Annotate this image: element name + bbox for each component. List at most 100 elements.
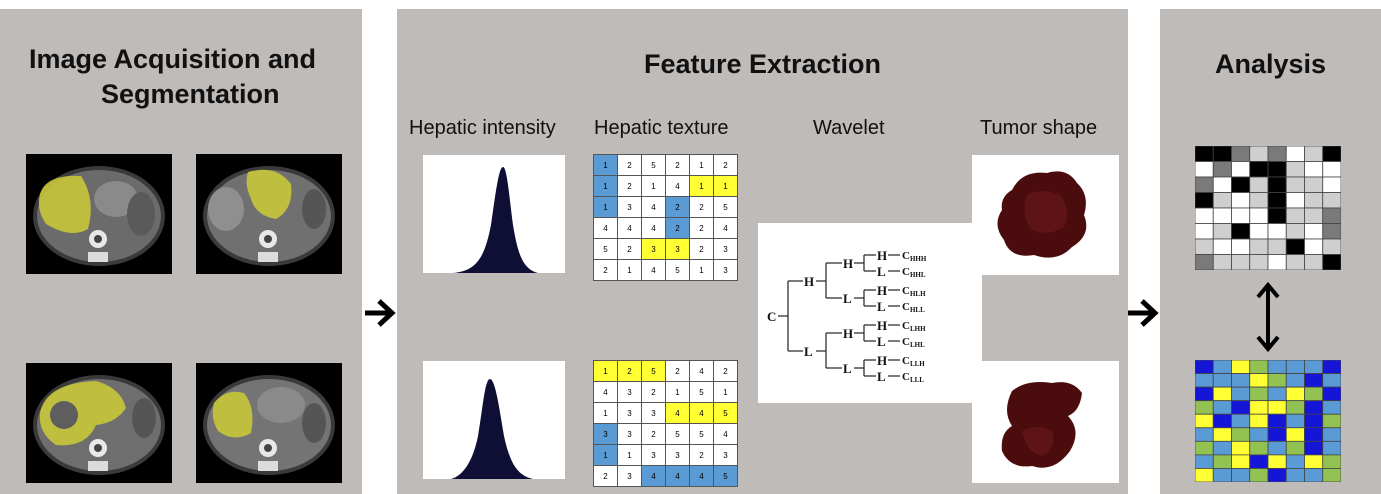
matrix-cell <box>1304 440 1324 456</box>
matrix-cell <box>1231 440 1251 456</box>
texture-cell: 3 <box>617 465 642 487</box>
matrix-cell <box>1304 161 1324 178</box>
matrix-cell <box>1285 192 1305 209</box>
matrix-cell <box>1212 161 1232 178</box>
matrix-cell <box>1304 400 1324 415</box>
texture-cell: 4 <box>665 465 690 487</box>
matrix-cell <box>1322 146 1341 162</box>
feature-matrix-color <box>1195 360 1341 482</box>
texture-cell: 1 <box>617 444 642 466</box>
matrix-cell <box>1195 238 1214 255</box>
matrix-cell <box>1267 468 1287 482</box>
texture-cell: 1 <box>617 259 642 281</box>
texture-cell: 2 <box>617 360 642 382</box>
hepatic-texture-header: Hepatic texture <box>594 117 729 139</box>
wavelet-node-h: H <box>843 256 853 271</box>
matrix-cell <box>1304 254 1324 270</box>
matrix-cell <box>1212 146 1232 162</box>
texture-cell: 2 <box>665 217 690 239</box>
wavelet-node-h: H <box>877 318 887 333</box>
matrix-cell <box>1285 454 1305 469</box>
matrix-cell <box>1195 373 1214 388</box>
matrix-cell <box>1195 161 1214 178</box>
matrix-cell <box>1231 360 1251 374</box>
matrix-cell <box>1212 427 1232 442</box>
matrix-cell <box>1195 254 1214 270</box>
texture-cell: 5 <box>593 238 618 260</box>
ct-slice-image <box>26 154 172 274</box>
texture-cell: 1 <box>713 381 738 403</box>
texture-cell: 4 <box>665 402 690 424</box>
matrix-cell <box>1267 161 1287 178</box>
matrix-cell <box>1231 468 1251 482</box>
matrix-cell <box>1231 207 1251 224</box>
texture-cell: 5 <box>713 402 738 424</box>
matrix-cell <box>1285 413 1305 429</box>
matrix-cell <box>1285 440 1305 456</box>
matrix-cell <box>1231 254 1251 270</box>
texture-cell: 2 <box>617 154 642 176</box>
texture-cell: 5 <box>641 360 666 382</box>
matrix-cell <box>1322 238 1341 255</box>
matrix-cell <box>1285 161 1305 178</box>
matrix-cell <box>1249 146 1269 162</box>
matrix-cell <box>1249 238 1269 255</box>
matrix-cell <box>1267 207 1287 224</box>
acquisition-title-line1: Image Acquisition and <box>29 44 317 74</box>
matrix-cell <box>1231 413 1251 429</box>
matrix-cell <box>1212 360 1232 374</box>
matrix-cell <box>1322 440 1341 456</box>
matrix-cell <box>1195 360 1214 374</box>
matrix-cell <box>1212 468 1232 482</box>
analysis-title: Analysis <box>1214 49 1327 79</box>
matrix-cell <box>1249 161 1269 178</box>
texture-cell: 1 <box>593 402 618 424</box>
texture-cell: 1 <box>689 175 714 197</box>
matrix-cell <box>1322 413 1341 429</box>
right-arrow-icon <box>365 299 396 327</box>
matrix-cell <box>1267 254 1287 270</box>
matrix-cell <box>1267 413 1287 429</box>
matrix-cell <box>1267 223 1287 240</box>
matrix-cell <box>1267 146 1287 162</box>
matrix-cell <box>1304 454 1324 469</box>
intensity-histogram <box>423 361 565 479</box>
matrix-cell <box>1212 373 1232 388</box>
matrix-cell <box>1285 468 1305 482</box>
wavelet-leaf-label: CLHH <box>902 320 926 333</box>
matrix-cell <box>1267 360 1287 374</box>
matrix-cell <box>1304 468 1324 482</box>
matrix-cell <box>1322 400 1341 415</box>
matrix-cell <box>1304 223 1324 240</box>
texture-cell: 4 <box>641 196 666 218</box>
texture-cell: 2 <box>641 381 666 403</box>
ct-slice-image <box>196 363 342 483</box>
texture-cell: 4 <box>617 217 642 239</box>
matrix-cell <box>1304 373 1324 388</box>
matrix-cell <box>1249 192 1269 209</box>
texture-cell: 1 <box>641 175 666 197</box>
matrix-cell <box>1249 440 1269 456</box>
wavelet-node-h: H <box>877 283 887 298</box>
matrix-cell <box>1322 192 1341 209</box>
matrix-cell <box>1285 400 1305 415</box>
matrix-cell <box>1212 207 1232 224</box>
texture-cell: 2 <box>617 175 642 197</box>
texture-cell: 1 <box>689 154 714 176</box>
hepatic-intensity-header: Hepatic intensity <box>409 117 556 139</box>
matrix-cell <box>1195 176 1214 193</box>
matrix-cell <box>1304 413 1324 429</box>
wavelet-leaf-label: CLLH <box>902 355 925 368</box>
wavelet-node-l: L <box>877 369 886 384</box>
acquisition-panel: Image Acquisition and Segmentation <box>0 9 362 494</box>
texture-cell: 2 <box>689 444 714 466</box>
matrix-cell <box>1304 238 1324 255</box>
wavelet-node-h: H <box>877 248 887 263</box>
